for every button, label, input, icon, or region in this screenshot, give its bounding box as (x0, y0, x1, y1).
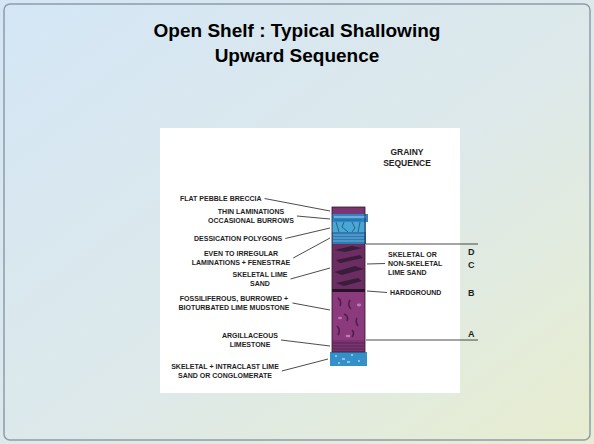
lime-sand-layer (332, 244, 365, 290)
facies-label: FOSSILIFEROUS, BURROWED + BIOTURBATED LI… (176, 294, 292, 312)
image-panel (160, 128, 460, 393)
facies-label: SKELETAL OR NON-SKELETAL LIME SAND (388, 250, 454, 277)
leader-line (367, 291, 387, 293)
zone-letter: A (468, 328, 482, 340)
leader-line (285, 228, 330, 239)
facies-label: EVEN TO IRREGULAR LAMINATIONS + FENESTRA… (184, 249, 298, 267)
facies-label: HARDGROUND (390, 288, 452, 297)
polygon-layer (332, 222, 366, 232)
slide-title: Open Shelf : Typical Shallowing Upward S… (117, 18, 477, 68)
breccia-layer (332, 214, 368, 222)
slide-frame (4, 4, 590, 440)
facies-label: SKELETAL + INTRACLAST LIME SAND OR CONGL… (166, 362, 284, 380)
leader-line (367, 263, 385, 265)
zone-letter: B (468, 287, 482, 299)
strata-column (330, 207, 368, 366)
facies-label: DESSICATION POLYGONS (194, 234, 298, 243)
leader-lines (265, 199, 387, 372)
leader-line (292, 303, 330, 310)
mudstone-layer (332, 292, 365, 340)
facies-label: THIN LAMINATIONS OCCASIONAL BURROWS (204, 207, 298, 225)
leader-line (282, 359, 328, 371)
facies-label: FLAT PEBBLE BRECCIA (180, 194, 292, 203)
leader-line (290, 268, 330, 279)
zone-letter: C (468, 259, 482, 271)
facies-label: ARGILLACEOUS LIMESTONE (214, 331, 286, 349)
hardground-surface (332, 289, 365, 292)
facies-label: SKELETAL LIME SAND (226, 270, 294, 288)
zone-lines (366, 244, 478, 340)
zone-letter: D (468, 246, 482, 258)
basal-layer (330, 352, 367, 366)
argillaceous-layer (332, 340, 365, 352)
leader-line (297, 216, 330, 219)
leader-line (281, 340, 330, 346)
laminated-layer (332, 232, 366, 244)
column-heading: GRAINY SEQUENCE (372, 147, 442, 169)
leader-line (293, 238, 330, 258)
top-layer (332, 207, 365, 215)
